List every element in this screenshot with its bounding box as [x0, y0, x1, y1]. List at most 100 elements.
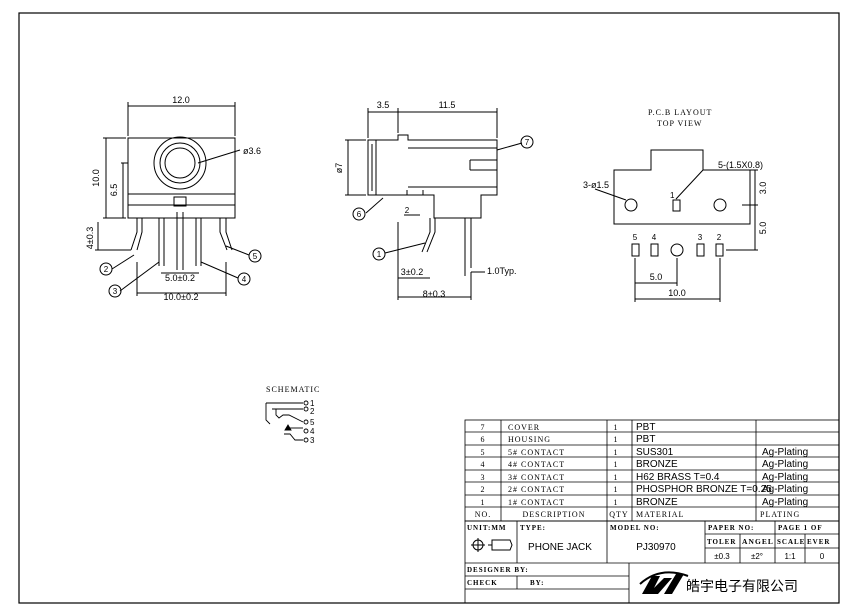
model-label: MODEL NO: — [610, 524, 660, 532]
pcb-title: P.C.B LAYOUT — [648, 108, 712, 117]
bom-row-3-desc: 3# CONTACT — [508, 473, 565, 482]
schematic-pin-3: 3 — [310, 436, 315, 445]
schematic-pin-5: 5 — [310, 418, 315, 427]
callout-7: 7 — [525, 138, 530, 147]
tolerance-value: ±0.3 — [714, 552, 730, 561]
bom-row-4-no: 4 — [481, 460, 486, 469]
pcb-pin-5-label: 5 — [633, 233, 638, 242]
connector-type-icon — [471, 538, 513, 552]
bom-row-1-material: BRONZE — [636, 497, 678, 508]
type-value: PHONE JACK — [528, 542, 592, 553]
bom-row-2-material: PHOSPHOR BRONZE T=0.25 — [636, 484, 772, 495]
side-diameter-dim: ø7 — [334, 163, 344, 174]
schematic-title: SCHEMATIC — [266, 385, 320, 394]
side-pin-width-dim: 1.0Typ. — [487, 266, 517, 276]
callout-5: 5 — [253, 252, 258, 261]
side-depth-dim: 8±0.3 — [423, 289, 445, 299]
bom-row-1-no: 1 — [481, 498, 486, 507]
schematic-pin-1: 1 — [310, 399, 315, 408]
pcb-pin-3-label: 3 — [698, 233, 703, 242]
callout-2: 2 — [104, 265, 109, 274]
bom-row-6-qty: 1 — [614, 435, 619, 444]
bom-row-5-material: SUS301 — [636, 447, 674, 458]
bom-row-7-material: PBT — [636, 422, 655, 433]
bom-row-4-plating: Ag-Plating — [762, 459, 808, 470]
side-dim-b: 11.5 — [439, 100, 456, 110]
pcb-dim-5-horiz: 5.0 — [650, 272, 663, 282]
company-logo-icon — [639, 571, 689, 594]
front-pin-pitch-dim: 5.0±0.2 — [165, 273, 195, 283]
bom-row-2-desc: 2# CONTACT — [508, 485, 565, 494]
bom-row-2-no: 2 — [481, 485, 486, 494]
front-width-dim: 12.0 — [172, 95, 190, 105]
bom-header-no: NO. — [475, 510, 492, 519]
page-label: PAGE 1 OF — [778, 524, 823, 532]
bom-row-6-no: 6 — [481, 435, 486, 444]
bom-row-5-no: 5 — [481, 448, 486, 457]
callout-1: 1 — [377, 250, 382, 259]
revision-label: EVER — [807, 538, 830, 546]
bom-row-1-qty: 1 — [614, 498, 619, 507]
bom-row-5-desc: 5# CONTACT — [508, 448, 565, 457]
revision-value: 0 — [820, 552, 825, 561]
bom-row-4-qty: 1 — [614, 460, 619, 469]
bom-row-4-material: BRONZE — [636, 459, 678, 470]
unit-label: UNIT:MM — [467, 524, 507, 532]
bom-header-plating: PLATING — [760, 510, 800, 519]
schematic-pin-2: 2 — [310, 407, 315, 416]
paper-label: PAPER NO: — [708, 524, 754, 532]
side-pin-dim: 3±0.2 — [401, 267, 423, 277]
title-block — [464, 520, 840, 604]
scale-value: 1:1 — [784, 552, 796, 561]
tolerance-label: TOLER — [707, 538, 736, 546]
model-value: PJ30970 — [636, 542, 676, 553]
bom-row-1-desc: 1# CONTACT — [508, 498, 565, 507]
check-label: CHECK — [467, 579, 498, 587]
schematic-symbol — [265, 400, 309, 443]
pcb-layout — [594, 149, 758, 302]
bom-row-2-plating: Ag-Plating — [762, 484, 808, 495]
sheet-border — [18, 12, 840, 604]
pcb-dim-3: 3.0 — [758, 182, 768, 195]
check-by-label: BY: — [530, 579, 544, 587]
callout-6: 6 — [357, 210, 362, 219]
pcb-subtitle: TOP VIEW — [657, 119, 702, 128]
bom-row-7-qty: 1 — [614, 423, 619, 432]
company-name: 皓宇电子有限公司 — [686, 579, 798, 595]
side-view — [345, 108, 534, 300]
pcb-pad-1-label: 1 — [670, 191, 675, 200]
callout-3: 3 — [113, 287, 118, 296]
type-label: TYPE: — [520, 524, 546, 532]
pcb-dim-5-vert: 5.0 — [758, 222, 768, 235]
front-view — [95, 102, 262, 298]
bom-header-qty: QTY — [609, 510, 628, 519]
bom-row-6-material: PBT — [636, 434, 655, 445]
bom-row-1-plating: Ag-Plating — [762, 497, 808, 508]
bom-table — [464, 419, 840, 522]
bom-row-3-no: 3 — [481, 473, 486, 482]
pcb-slot-dim: 5-(1.5X0.8) — [718, 160, 763, 170]
bom-row-7-desc: COVER — [508, 423, 540, 432]
front-hole-dim: ø3.6 — [243, 146, 261, 156]
bom-row-3-qty: 1 — [614, 473, 619, 482]
front-height-dim: 10.0 — [91, 169, 101, 187]
schematic-pin-4: 4 — [310, 427, 315, 436]
bom-row-5-plating: Ag-Plating — [762, 447, 808, 458]
bom-row-4-desc: 4# CONTACT — [508, 460, 565, 469]
side-small-dim: 2 — [405, 206, 410, 215]
front-pin-length-dim: 4±0.3 — [85, 227, 95, 249]
bom-header-desc: DESCRIPTION — [522, 510, 585, 519]
front-pin-span-dim: 10.0±0.2 — [164, 292, 199, 302]
bom-row-5-qty: 1 — [614, 448, 619, 457]
callout-4: 4 — [242, 275, 247, 284]
bom-row-7-no: 7 — [481, 423, 486, 432]
bom-header-material: MATERIAL — [636, 510, 684, 519]
bom-row-3-material: H62 BRASS T=0.4 — [636, 472, 720, 483]
bom-row-6-desc: HOUSING — [508, 435, 551, 444]
scale-label: SCALE — [777, 538, 805, 546]
angle-label: ANGEL — [742, 538, 774, 546]
bom-row-2-qty: 1 — [614, 485, 619, 494]
pcb-dim-10: 10.0 — [668, 288, 686, 298]
